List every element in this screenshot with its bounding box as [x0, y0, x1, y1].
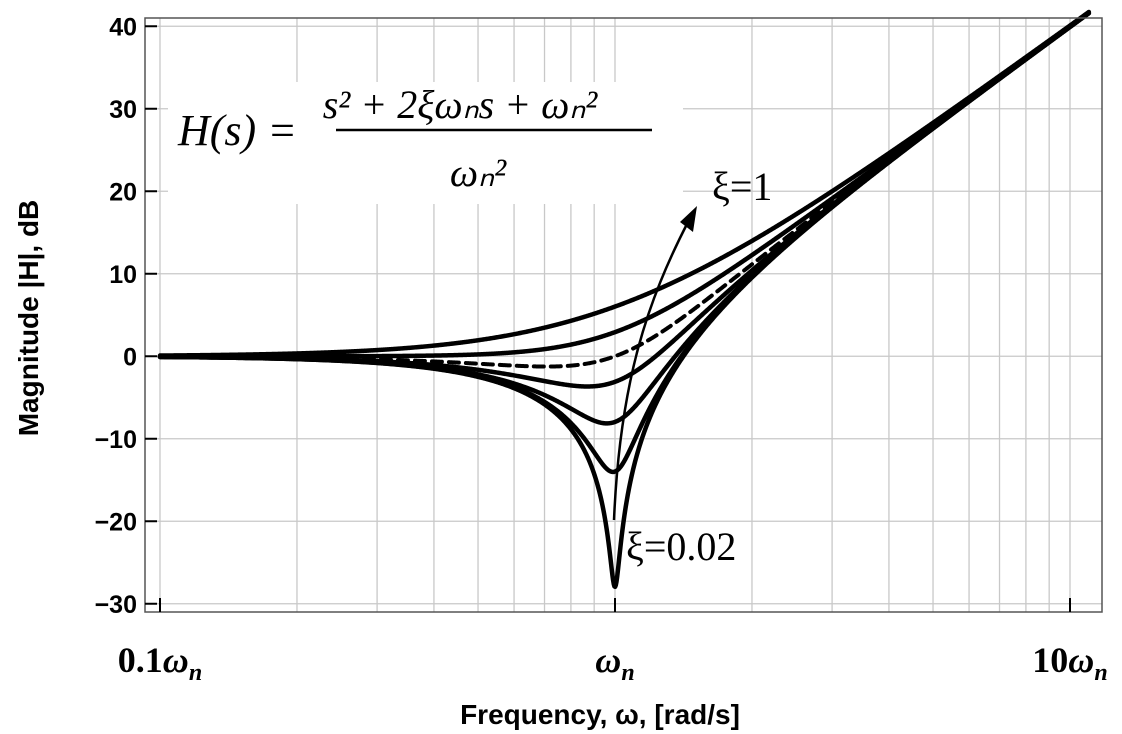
y-axis-label: Magnitude |H|, dB [13, 200, 44, 437]
formula-denominator: ωₙ² [450, 150, 507, 195]
y-tick-label: 20 [109, 178, 137, 206]
ticks: 40 30 20 10 0 −10 −20 −30 0.1ωn ωn 10ωn [95, 13, 1108, 686]
x-axis-label: Frequency, ω, [rad/s] [460, 699, 740, 730]
y-tick-label: 30 [109, 96, 137, 124]
y-tick-label: 10 [109, 261, 137, 289]
plot-frame [144, 17, 1103, 613]
zeta-arrow [612, 221, 690, 521]
y-tick-label: −20 [95, 508, 137, 536]
x-tick-label: 0.1ωn [118, 640, 202, 686]
formula-lhs: H(s) = [177, 106, 297, 155]
annotation-zeta-min: ξ=0.02 [626, 524, 736, 569]
curves [157, 9, 1092, 590]
magnitude-curve [157, 10, 1092, 590]
x-tick-label: 10ωn [1032, 640, 1107, 686]
x-tick-label: ωn [595, 640, 634, 686]
y-tick-label: 40 [109, 13, 137, 41]
y-tick-label: 0 [123, 343, 137, 371]
formula-background [168, 82, 683, 204]
formula-numerator: s² + 2ξωₙs + ωₙ² [323, 82, 599, 127]
magnitude-curve [157, 9, 1092, 358]
formula: H(s) = s² + 2ξωₙs + ωₙ² ωₙ² [177, 82, 652, 195]
magnitude-curve [157, 10, 1092, 475]
plot-border [144, 17, 1103, 613]
y-tick-label: −30 [95, 591, 137, 619]
annotation-zeta-max: ξ=1 [712, 164, 772, 209]
y-tick-label: −10 [95, 426, 137, 454]
annotations: ξ=1 ξ=0.02 [612, 164, 772, 569]
magnitude-curve [157, 10, 1092, 426]
zeta-arrowhead [680, 206, 697, 232]
